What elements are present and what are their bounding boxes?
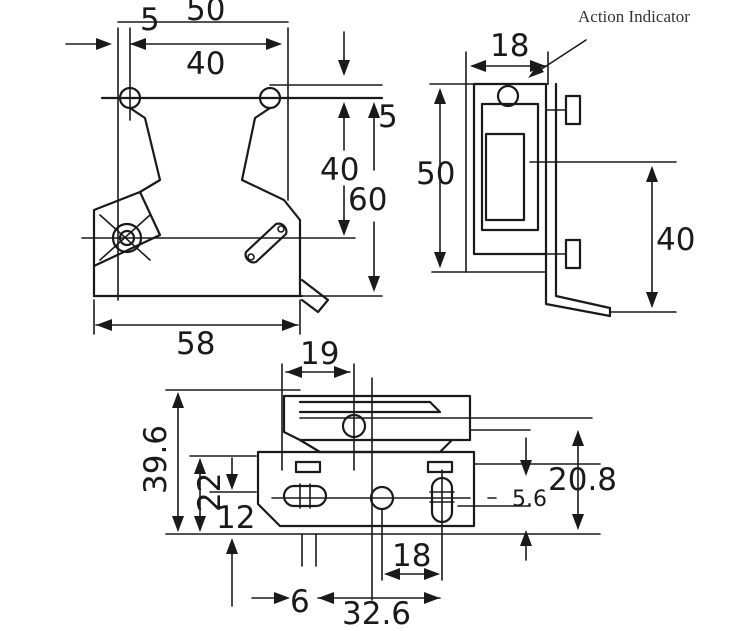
front-slot-hole-1	[247, 253, 255, 261]
side-body	[472, 82, 548, 256]
dim-arrow-5-right-top	[338, 60, 350, 76]
dim-arrow-40-right	[266, 38, 282, 50]
dim-arrow-19-right	[334, 366, 350, 378]
dim-label-5-right: 5	[378, 99, 398, 135]
dim-arrow-20-8-up	[572, 430, 584, 446]
side-screw-top	[564, 94, 582, 126]
dim-label-50-side: 50	[416, 156, 455, 192]
front-cam-block	[92, 190, 162, 268]
side-indicator-lamp	[496, 84, 520, 108]
dim-arrow-39-6-up	[172, 392, 184, 408]
bottom-slot-left	[282, 484, 328, 508]
dim-arrow-50-side-down	[434, 252, 446, 268]
bottom-head-pivot	[341, 413, 367, 439]
action-indicator-label: Action Indicator	[578, 7, 690, 26]
dim-arrow-22-down	[194, 516, 206, 532]
bottom-head	[282, 394, 472, 442]
dim-label-5-6: 5.6	[512, 487, 547, 512]
side-screw-bottom	[564, 238, 582, 270]
dim-label-50: 50	[186, 0, 225, 28]
dim-arrow-40-left	[130, 38, 146, 50]
dim-arrow-40-mid-down	[338, 220, 350, 236]
dim-arrow-5-6-down	[520, 460, 532, 476]
dim-arrow-18-side-right	[530, 60, 546, 72]
dim-label-5-top: 5	[140, 2, 160, 38]
side-view: Action Indicator 18 50 40	[416, 7, 695, 318]
dim-label-32-6: 32.6	[342, 596, 411, 631]
dim-arrow-58-left	[96, 319, 112, 331]
dim-label-39-6: 39.6	[138, 425, 174, 494]
dim-arrow-6	[274, 592, 290, 604]
front-slot	[244, 222, 288, 264]
action-indicator-leader	[533, 39, 587, 75]
dim-arrow-32-6-left	[318, 592, 334, 604]
dim-arrow-18-bottom-left	[384, 568, 400, 580]
dim-arrow-60-up	[368, 102, 380, 118]
dim-label-18-bottom: 18	[392, 538, 431, 574]
dim-label-12: 12	[216, 500, 255, 536]
front-cable-stub	[300, 278, 330, 314]
bottom-stud-left	[294, 460, 322, 474]
dim-arrow-60-down	[368, 276, 380, 292]
dim-arrow-39-6-down	[172, 516, 184, 532]
dim-arrow-18-side-left	[470, 60, 486, 72]
bottom-head-ridge	[298, 400, 442, 414]
dim-label-19: 19	[300, 336, 339, 372]
front-cross-2	[99, 214, 151, 261]
dim-label-40: 40	[186, 46, 225, 82]
dim-arrow-40-side-down	[646, 292, 658, 308]
bottom-view: 19 39.6 22 12 20.8 5.6 18 6 32.6	[138, 336, 617, 631]
dim-arrow-40-mid-up	[338, 102, 350, 118]
dim-arrow-12-down	[226, 474, 238, 490]
dim-label-6: 6	[290, 584, 310, 620]
dim-label-60: 60	[348, 182, 387, 218]
dim-label-22: 22	[192, 473, 228, 512]
bottom-body	[256, 450, 476, 528]
front-slot-hole-2	[277, 225, 285, 233]
dim-arrow-40-side-up	[646, 166, 658, 182]
bottom-stud-right	[426, 460, 454, 474]
dim-arrow-20-8-down	[572, 514, 584, 530]
dim-arrow-32-6-right	[424, 592, 440, 604]
dim-arrow-18-bottom-right	[424, 568, 440, 580]
dim-arrow-12-up	[226, 538, 238, 554]
front-view: 5 50 40 58 5 40 60	[65, 0, 398, 362]
dim-label-18-side: 18	[490, 28, 529, 64]
side-window-outer	[480, 102, 540, 232]
front-arm-left	[128, 106, 162, 194]
dim-arrow-58-right	[282, 319, 298, 331]
dim-arrow-19-left	[286, 366, 302, 378]
dim-label-20-8: 20.8	[548, 462, 617, 498]
dim-arrow-5-top	[96, 38, 112, 50]
bottom-head-lower	[298, 438, 454, 454]
dim-label-40-mid: 40	[320, 152, 359, 188]
dim-arrow-50-side-up	[434, 88, 446, 104]
dim-label-40-side: 40	[656, 222, 695, 258]
side-bracket	[544, 82, 612, 318]
side-window-inner	[484, 132, 526, 222]
front-arm-right	[240, 106, 302, 298]
dim-arrow-5-6-up	[520, 530, 532, 546]
dim-label-58: 58	[176, 326, 215, 362]
dim-arrow-22-up	[194, 458, 206, 474]
